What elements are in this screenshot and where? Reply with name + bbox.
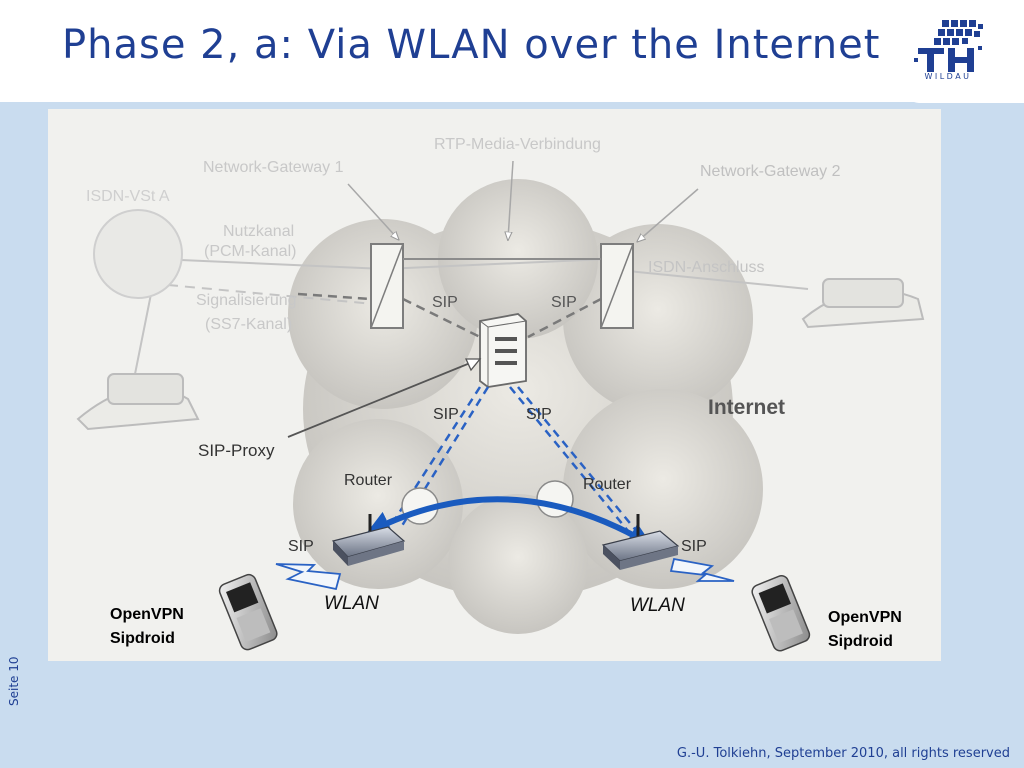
sipdroid-label-left: Sipdroid (110, 630, 175, 647)
isdn-anschluss-label: ISDN-Anschluss (648, 259, 764, 276)
router-left-label: Router (344, 472, 393, 489)
network-diagram: RTP-Media-Verbindung Network-Gateway 1 N… (48, 109, 941, 661)
sip-proxy-label: SIP-Proxy (198, 441, 275, 460)
wlan-label-right: WLAN (630, 595, 685, 616)
sip-label-router-right: SIP (681, 538, 707, 555)
gateway1-label: Network-Gateway 1 (203, 159, 344, 176)
wireless-signal-left-icon (275, 563, 342, 591)
slide-number-text: Seite 10 (7, 656, 21, 706)
mobile-phone-right (751, 575, 811, 652)
sip-label-gw2: SIP (551, 294, 577, 311)
sip-label-right-link: SIP (526, 406, 552, 423)
pointer-arrows (347, 160, 699, 241)
network-gateway-1 (370, 243, 404, 329)
slide-header (0, 0, 1024, 102)
sip-label-gw1: SIP (432, 294, 458, 311)
router-right (601, 514, 680, 570)
nutzkanal-label: Nutzkanal (223, 223, 294, 240)
sip-proxy-server (479, 313, 527, 388)
sipdroid-label-right: Sipdroid (828, 633, 893, 650)
wlan-label-left: WLAN (324, 593, 379, 614)
sip-proxy-pointer (287, 358, 481, 438)
network-gateway-2 (600, 243, 634, 329)
pcm-label: (PCM-Kanal) (204, 243, 296, 260)
slide-title: Phase 2, a: Via WLAN over the Internet (62, 22, 881, 68)
internet-label: Internet (708, 396, 785, 419)
wireless-signal-right-icon (669, 557, 735, 582)
gateway2-label: Network-Gateway 2 (700, 163, 841, 180)
slide-number: Seite 10 (7, 656, 21, 706)
openvpn-label-left: OpenVPN (110, 606, 184, 623)
desk-phone-right (801, 278, 925, 329)
router-left (331, 514, 406, 566)
rtp-label: RTP-Media-Verbindung (434, 136, 601, 153)
mobile-phone-left (218, 573, 278, 651)
header-tab (905, 85, 1024, 103)
isdn-exchange (93, 209, 183, 299)
sip-label-router-left: SIP (288, 538, 314, 555)
sip-label-left-link: SIP (433, 406, 459, 423)
ss7-label: (SS7-Kanal) (205, 316, 292, 333)
signalisierung-label: Signalisierung (196, 292, 297, 309)
logo-text: WILDAU (924, 72, 971, 80)
th-wildau-logo: WILDAU (914, 20, 983, 80)
isdn-vst-label: ISDN-VSt A (86, 188, 170, 205)
sip-dashed-lines (297, 292, 602, 339)
router-right-label: Router (583, 476, 632, 493)
wlan-tunnel-arrow (366, 496, 653, 546)
footer-copyright: G.-U. Tolkiehn, September 2010, all righ… (676, 746, 1010, 761)
desk-phone-left (76, 373, 200, 431)
openvpn-label-right: OpenVPN (828, 609, 902, 626)
